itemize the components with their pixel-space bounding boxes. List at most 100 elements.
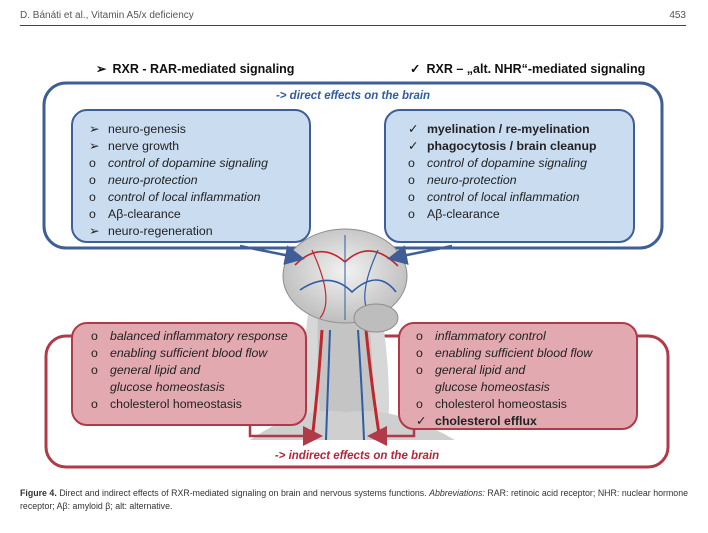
list-item: o neuro-protection [89,172,309,189]
list-item: o general lipid and [91,362,305,379]
list-item: o inflammatory control [416,328,636,345]
indirect-right-box: o inflammatory control o enabling sufficien… [398,322,638,430]
arrow-bullet-icon: ➢ [96,62,107,76]
list-item: ✓ phagocytosis / brain cleanup [408,138,633,155]
list-item-text: general lipid and [110,363,201,377]
list-item-text: cholesterol homeostasis [110,397,242,411]
list-item: o balanced inflammatory response [91,328,305,345]
list-item: o Aβ-clearance [408,206,633,223]
list-item: o neuro-protection [408,172,633,189]
list-item: o control of local inflammation [89,189,309,206]
bullet-spacer [91,379,110,396]
list-item: ➢ neuro-genesis [89,121,309,138]
page-number: 453 [669,10,686,21]
list-item-text: cholesterol homeostasis [435,397,567,411]
circle-bullet-icon: o [416,363,423,377]
direct-right-box: ✓ myelination / re-myelination ✓ phagocytos… [384,109,635,243]
list-item: ➢ neuro-regeneration [89,223,309,240]
indirect-right-list: o inflammatory control o enabling sufficien… [416,328,636,430]
circle-bullet-icon: o [408,173,415,187]
list-item-text: inflammatory control [435,329,546,343]
caption-body: Direct and indirect effects of RXR-media… [59,488,427,498]
arrow-bullet-icon: ➢ [89,224,100,238]
indirect-effects-label: -> indirect effects on the brain [274,450,440,462]
list-item-text: neuro-protection [427,173,517,187]
list-item: ✓ cholesterol efflux [416,413,636,430]
list-item: o control of dopamine signaling [408,155,633,172]
circle-bullet-icon: o [91,363,98,377]
list-item-text: control of local inflammation [427,190,580,204]
indirect-left-box: o balanced inflammatory response o enabling… [71,322,307,426]
circle-bullet-icon: o [408,156,415,170]
caption-label: Figure 4. [20,488,57,498]
figure-caption: Figure 4. Direct and indirect effects of… [20,487,688,512]
left-column-title: ➢RXR - RAR-mediated signaling [96,62,295,76]
list-item-text: Aβ-clearance [108,207,181,221]
circle-bullet-icon: o [89,156,96,170]
direct-left-list: ➢ neuro-genesis ➢ nerve growth o control of d… [89,121,309,240]
list-item: glucose homeostasis [91,379,305,396]
circle-bullet-icon: o [416,329,423,343]
list-item: ➢ nerve growth [89,138,309,155]
right-indirect-arrow [367,426,416,446]
direct-effects-label: -> direct effects on the brain [275,90,431,102]
list-item-text: glucose homeostasis [435,380,550,394]
list-item: o general lipid and [416,362,636,379]
list-item-text: cholesterol efflux [435,414,537,428]
circle-bullet-icon: o [408,190,415,204]
circle-bullet-icon: o [408,207,415,221]
circle-bullet-icon: o [416,346,423,360]
arrow-bullet-icon: ➢ [89,139,100,153]
list-item-text: balanced inflammatory response [110,329,288,343]
head-illustration [250,228,455,441]
list-item-text: myelination / re-myelination [427,122,590,136]
right-direct-arrow [387,244,453,265]
list-item-text: neuro-protection [108,173,198,187]
circle-bullet-icon: o [91,346,98,360]
circle-bullet-icon: o [89,207,96,221]
list-item-text: general lipid and [435,363,526,377]
circle-bullet-icon: o [91,329,98,343]
list-item: o cholesterol homeostasis [416,396,636,413]
direct-left-box: ➢ neuro-genesis ➢ nerve growth o control of d… [71,109,311,243]
list-item-text: enabling sufficient blood flow [435,346,593,360]
list-item-text: neuro-genesis [108,122,186,136]
checkmark-icon: ✓ [408,122,419,136]
checkmark-icon: ✓ [416,414,427,428]
list-item: o control of dopamine signaling [89,155,309,172]
caption-abbreviations: RAR: retinoic acid receptor; NHR: nuclea… [20,488,688,511]
list-item-text: control of dopamine signaling [108,156,268,170]
circle-bullet-icon: o [91,397,98,411]
list-item: o enabling sufficient blood flow [416,345,636,362]
list-item: glucose homeostasis [416,379,636,396]
list-item-text: control of local inflammation [108,190,261,204]
list-item-text: enabling sufficient blood flow [110,346,268,360]
list-item-text: nerve growth [108,139,180,153]
list-item: o cholesterol homeostasis [91,396,305,413]
direct-right-list: ✓ myelination / re-myelination ✓ phagocytos… [408,121,633,223]
circle-bullet-icon: o [89,190,96,204]
indirect-left-list: o balanced inflammatory response o enabling… [91,328,305,413]
list-item: ✓ myelination / re-myelination [408,121,633,138]
list-item-text: Aβ-clearance [427,207,500,221]
left-direct-arrow [239,244,305,265]
list-item: o Aβ-clearance [89,206,309,223]
bullet-spacer [416,379,435,396]
list-item: o enabling sufficient blood flow [91,345,305,362]
checkmark-icon: ✓ [408,139,419,153]
left-indirect-arrow [248,424,323,446]
list-item-text: glucose homeostasis [110,380,225,394]
running-title: D. Bánáti et al., Vitamin A5/x deficienc… [20,10,194,21]
right-column-title: ✓RXR – „alt. NHR“-mediated signaling [410,62,646,76]
header-rule [20,25,686,26]
list-item-text: phagocytosis / brain cleanup [427,139,597,153]
list-item-text: control of dopamine signaling [427,156,587,170]
list-item-text: neuro-regeneration [108,224,213,238]
checkmark-icon: ✓ [410,62,421,76]
arrow-bullet-icon: ➢ [89,122,100,136]
circle-bullet-icon: o [89,173,96,187]
circle-bullet-icon: o [416,397,423,411]
list-item: o control of local inflammation [408,189,633,206]
caption-abbreviations-label: Abbreviations: [429,488,485,498]
